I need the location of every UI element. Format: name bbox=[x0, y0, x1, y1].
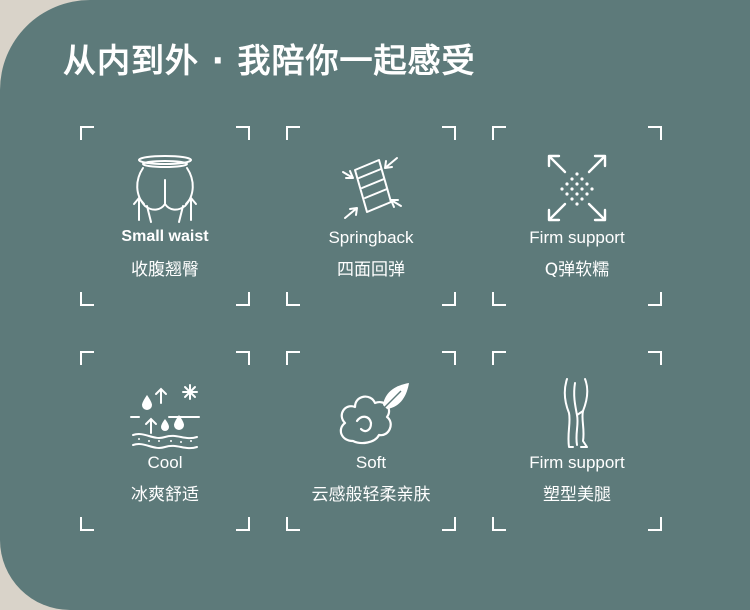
feature-card-firm-support-legs: Firm support 塑型美腿 bbox=[492, 351, 662, 531]
corner-mark bbox=[492, 292, 506, 306]
feature-english-label: Springback bbox=[328, 228, 414, 247]
page-title: 从内到外 · 我陪你一起感受 bbox=[63, 41, 476, 80]
feature-english-label: Firm support bbox=[529, 228, 625, 247]
corner-mark bbox=[80, 517, 94, 531]
corner-mark bbox=[492, 351, 506, 365]
corner-mark bbox=[236, 126, 250, 140]
corner-mark bbox=[492, 517, 506, 531]
feature-card-firm-support: Firm support Q弹软糯 bbox=[492, 126, 662, 306]
corner-mark bbox=[442, 351, 456, 365]
feature-card-soft: Soft 云感般轻柔亲肤 bbox=[286, 351, 456, 531]
corner-mark bbox=[80, 351, 94, 365]
legs-icon bbox=[563, 378, 589, 448]
corner-mark bbox=[286, 292, 300, 306]
waist-hip-icon bbox=[133, 155, 197, 223]
feature-english-label: Cool bbox=[147, 453, 183, 472]
feature-card-small-waist: Small waist 收腹翘臀 bbox=[80, 126, 250, 306]
corner-mark bbox=[442, 292, 456, 306]
feature-chinese-label: 四面回弹 bbox=[337, 260, 405, 280]
corner-mark bbox=[286, 126, 300, 140]
feature-english-label: Small waist bbox=[121, 228, 209, 245]
corner-mark bbox=[442, 126, 456, 140]
feature-chinese-label: 冰爽舒适 bbox=[131, 485, 199, 505]
feature-card-cool: Cool 冰爽舒适 bbox=[80, 351, 250, 531]
feature-chinese-label: Q弹软糯 bbox=[544, 260, 610, 280]
feature-chinese-label: 云感般轻柔亲肤 bbox=[311, 485, 431, 505]
corner-mark bbox=[236, 351, 250, 365]
stretch-fabric-icon bbox=[342, 157, 402, 219]
cotton-leaf-icon bbox=[339, 383, 409, 445]
corner-mark bbox=[286, 351, 300, 365]
corner-mark bbox=[648, 351, 662, 365]
feature-card-springback: Springback 四面回弹 bbox=[286, 126, 456, 306]
corner-mark bbox=[80, 292, 94, 306]
feature-chinese-label: 收腹翘臀 bbox=[131, 260, 199, 280]
corner-mark bbox=[80, 126, 94, 140]
corner-mark bbox=[286, 517, 300, 531]
cooling-drops-icon bbox=[130, 384, 200, 450]
expand-dots-icon bbox=[547, 154, 607, 222]
corner-mark bbox=[648, 517, 662, 531]
corner-mark bbox=[442, 517, 456, 531]
feature-english-label: Firm support bbox=[529, 453, 625, 472]
corner-mark bbox=[648, 292, 662, 306]
corner-mark bbox=[236, 517, 250, 531]
feature-chinese-label: 塑型美腿 bbox=[543, 485, 611, 505]
feature-english-label: Soft bbox=[355, 453, 387, 472]
corner-mark bbox=[648, 126, 662, 140]
corner-mark bbox=[236, 292, 250, 306]
corner-mark bbox=[492, 126, 506, 140]
